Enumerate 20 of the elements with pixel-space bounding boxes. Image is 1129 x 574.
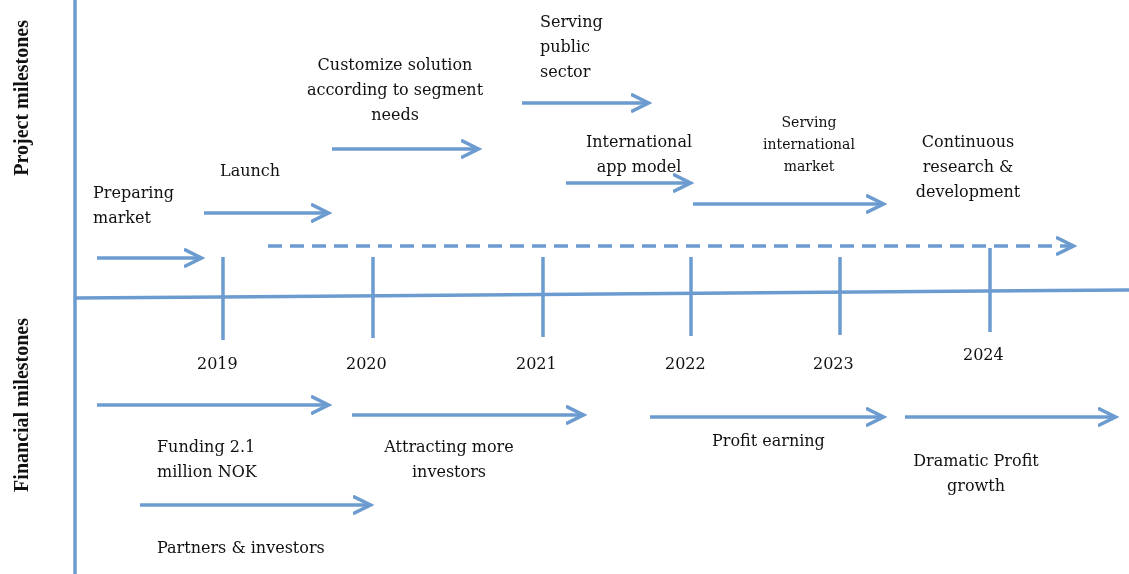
milestone-label: Profit earning bbox=[712, 430, 825, 452]
milestone-label: Customize solution according to segment needs bbox=[305, 54, 485, 126]
milestone-label: Launch bbox=[220, 160, 281, 182]
year-label: 2020 bbox=[346, 353, 387, 375]
milestone-label: Serving international market bbox=[762, 113, 856, 176]
year-label: 2021 bbox=[516, 353, 557, 375]
milestone-label: Dramatic Profit growth bbox=[912, 450, 1040, 497]
milestone-label: Partners & investors bbox=[157, 537, 325, 559]
section-heading: Project milestones bbox=[10, 20, 33, 176]
milestone-label: International app model bbox=[584, 131, 694, 178]
milestone-label: Serving public sector bbox=[540, 11, 604, 83]
milestone-label: Continuous research & development bbox=[914, 131, 1022, 203]
milestone-label: Funding 2.1 million NOK bbox=[157, 436, 258, 483]
year-label: 2022 bbox=[665, 353, 706, 375]
section-heading: Financial milestones bbox=[10, 318, 33, 492]
year-label: 2023 bbox=[813, 353, 854, 375]
milestone-label: Attracting more investors bbox=[383, 436, 515, 483]
year-label: 2019 bbox=[197, 353, 238, 375]
milestone-label: Preparing market bbox=[93, 182, 175, 229]
year-label: 2024 bbox=[963, 344, 1004, 366]
